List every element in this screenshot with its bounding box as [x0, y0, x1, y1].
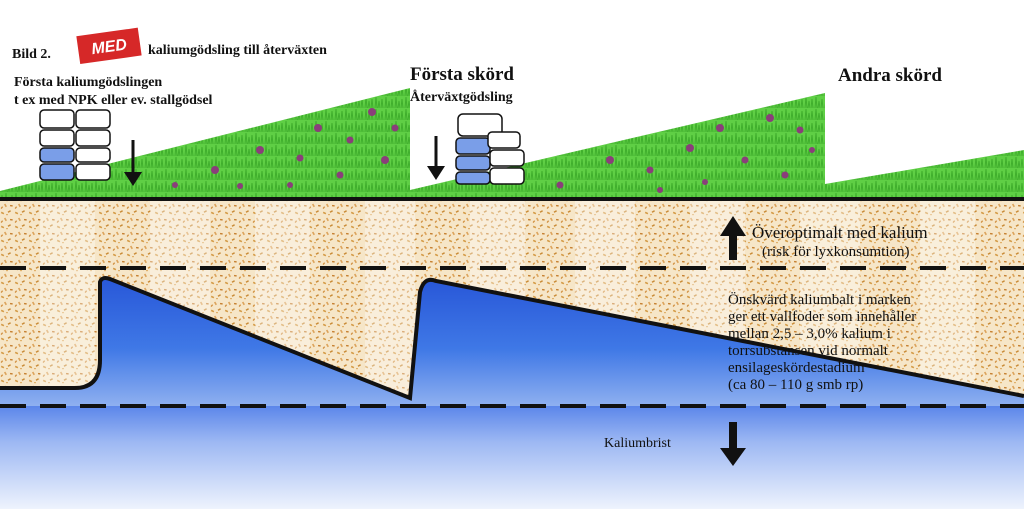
second-harvest-label: Andra skörd — [838, 65, 942, 86]
potassium-level-line — [0, 276, 1024, 401]
med-badge-text: MED — [90, 36, 128, 58]
over-optimal-line2: (risk för lyxkonsumtion) — [762, 244, 910, 260]
regrowth-fertilization-label: Återväxtgödsling — [410, 89, 513, 105]
desired-line6: (ca 80 – 110 g smb rp) — [728, 377, 863, 393]
down-arrow-icon — [720, 422, 746, 466]
first-fertilization-line2: t ex med NPK eller ev. stallgödsel — [14, 93, 213, 108]
desired-line3: mellan 2,5 – 3,0% kalium i — [728, 326, 891, 342]
fertilizer-bags-icon — [455, 113, 525, 185]
figure-label: Bild 2. — [12, 47, 51, 62]
down-arrow-icon — [427, 136, 445, 180]
fertilizer-bags-icon — [39, 109, 111, 181]
potassium-level-area-2 — [410, 279, 1024, 406]
subtitle: kaliumgödsling till återväxten — [148, 43, 327, 58]
deficiency-label: Kaliumbrist — [604, 436, 671, 451]
up-arrow-icon — [720, 216, 746, 260]
desired-line2: ger ett vallfoder som innehåller — [728, 309, 916, 325]
desired-line5: ensilageskördestadium — [728, 360, 865, 376]
potassium-level-area — [0, 277, 410, 406]
over-optimal-line1: Överoptimalt med kalium — [752, 223, 928, 242]
first-harvest-label: Första skörd — [410, 64, 514, 85]
deficiency-zone — [0, 406, 1024, 509]
clover-flowers — [172, 108, 815, 193]
first-fertilization-line1: Första kaliumgödslingen — [14, 75, 162, 90]
desired-line4: torrsubstansen vid normalt — [728, 343, 889, 359]
med-badge: MED — [76, 27, 142, 65]
down-arrow-icon — [124, 140, 142, 186]
grass-third-growth — [825, 150, 1024, 198]
desired-line1: Önskvärd kaliumbalt i marken — [728, 291, 911, 308]
